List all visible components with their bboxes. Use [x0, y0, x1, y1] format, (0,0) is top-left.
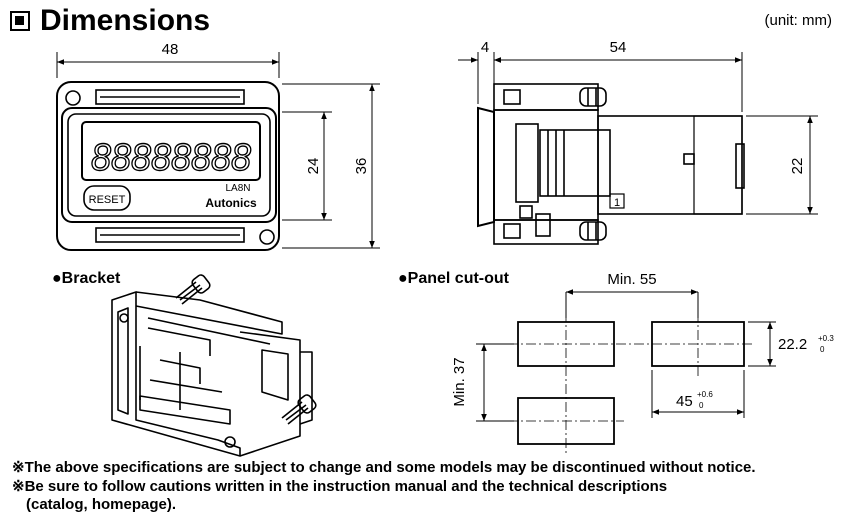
square-bullet-icon — [10, 11, 30, 31]
display-digits: 88888888 — [91, 137, 251, 179]
cutout-height-tol-up: +0.3 — [818, 334, 834, 343]
front-window-dim: 24 — [305, 158, 322, 175]
side-height-dim: 22 — [789, 158, 806, 175]
side-depth-dim: 54 — [610, 39, 627, 56]
reset-button-label: RESET — [89, 194, 126, 206]
bracket-label: ●Bracket — [52, 270, 121, 287]
front-dimensions — [56, 52, 380, 249]
terminal-number: 1 — [614, 197, 620, 209]
unit-label: (unit: mm) — [764, 12, 833, 29]
model-label: LA8N — [225, 183, 250, 194]
cutout-dimensions — [476, 289, 776, 422]
cutout-drawing — [508, 312, 754, 454]
cutout-height-dim: 22.2 — [778, 336, 807, 353]
note-1: ※The above specifications are subject to… — [12, 459, 756, 476]
brand-logo: Autonics — [205, 196, 257, 210]
section-title: Dimensions — [10, 4, 210, 38]
cutout-width-tol-up: +0.6 — [697, 390, 713, 399]
cutout-label: ●Panel cut-out — [398, 270, 509, 287]
front-height-dim: 36 — [353, 158, 370, 175]
cutout-min-v-dim: Min. 37 — [451, 357, 468, 406]
front-view — [56, 81, 280, 251]
side-view — [477, 83, 745, 245]
side-front-depth-dim: 4 — [481, 39, 489, 56]
cutout-height-tol-low: 0 — [820, 345, 825, 354]
side-dimensions — [458, 52, 818, 215]
bracket-drawing — [111, 274, 317, 457]
note-3: (catalog, homepage). — [26, 496, 177, 513]
cutout-width-dim: 45 — [676, 393, 693, 410]
front-width-dim: 48 — [162, 41, 179, 58]
cutout-width-tol-low: 0 — [699, 401, 704, 410]
cutout-min-h-dim: Min. 55 — [607, 271, 656, 288]
note-2: ※Be sure to follow cautions written in t… — [12, 478, 668, 495]
title-text: Dimensions — [40, 4, 211, 37]
